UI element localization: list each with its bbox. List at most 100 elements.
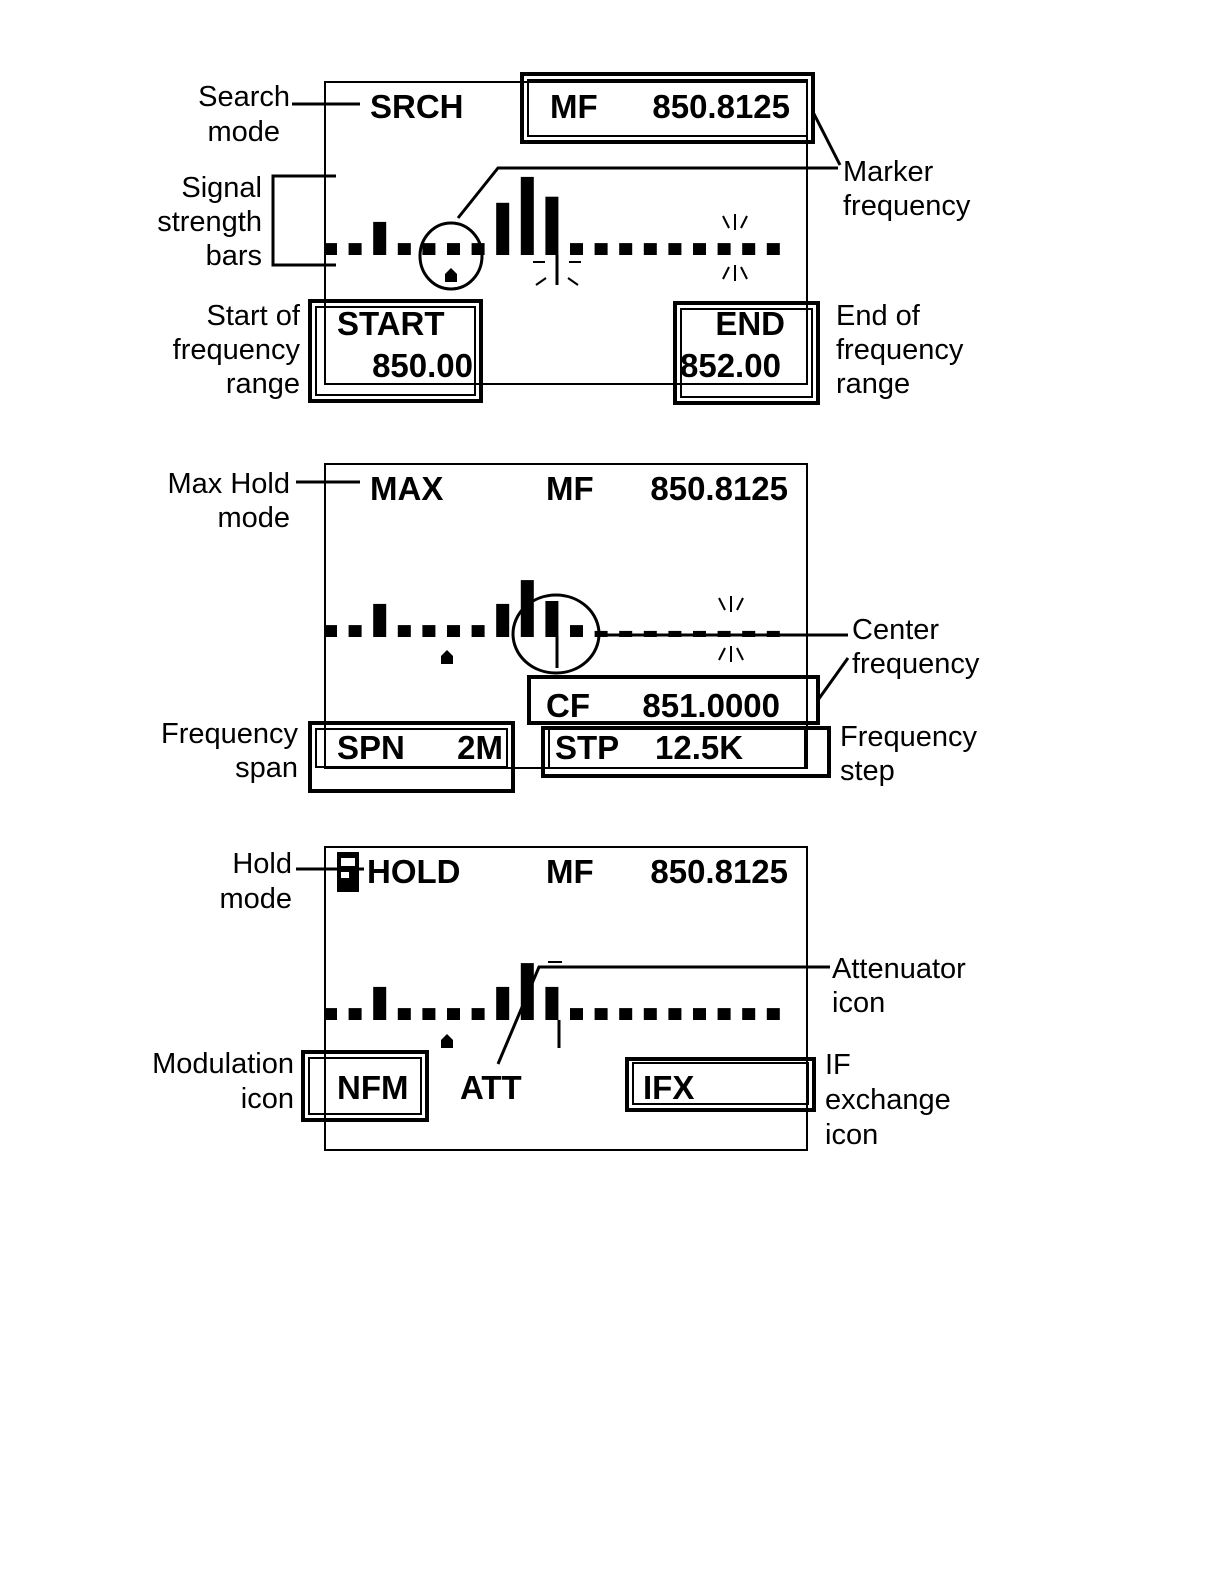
flash-marks-icon xyxy=(533,261,581,286)
marker-pointer-icon xyxy=(441,1034,453,1048)
signal-bar xyxy=(693,243,706,255)
callout-marker-frequency: Marker frequency xyxy=(456,111,971,222)
hold-icon xyxy=(337,852,359,892)
marker-label: MF xyxy=(546,470,594,507)
start-value: 850.00 xyxy=(372,347,473,384)
span-label: SPN xyxy=(337,729,405,766)
signal-bar xyxy=(422,625,436,637)
if-exchange-box xyxy=(625,1057,816,1112)
svg-text:Attenuator: Attenuator xyxy=(832,953,966,985)
svg-text:Frequency: Frequency xyxy=(161,718,299,750)
frequency-span-box xyxy=(308,721,515,793)
svg-text:bars: bars xyxy=(206,240,262,272)
svg-text:strength: strength xyxy=(157,206,262,238)
signal-bar xyxy=(348,243,362,255)
hold-mode-text: HOLD xyxy=(367,853,461,890)
svg-text:Signal: Signal xyxy=(181,172,262,204)
end-value: 852.00 xyxy=(680,347,781,384)
marker-value: 850.8125 xyxy=(650,470,788,507)
svg-text:frequency: frequency xyxy=(836,334,964,366)
signal-bar xyxy=(668,1008,682,1020)
svg-text:frequency: frequency xyxy=(843,190,971,222)
signal-bars xyxy=(324,580,780,637)
svg-text:mode: mode xyxy=(217,502,290,534)
signal-bar xyxy=(643,1008,657,1020)
callout-signal-bars: Signal strength bars xyxy=(157,172,336,272)
signal-bar xyxy=(447,1008,460,1020)
signal-bar xyxy=(496,603,510,637)
svg-text:Search: Search xyxy=(198,81,290,113)
lcd-frame xyxy=(324,81,808,385)
signal-bar xyxy=(545,601,559,637)
marker-value: 850.8125 xyxy=(652,88,790,125)
marker-label: MF xyxy=(550,88,598,125)
marker-frequency-box xyxy=(520,72,815,144)
signal-bar xyxy=(447,243,460,255)
callout-start-range: Start of frequency range xyxy=(173,300,301,400)
svg-text:Frequency: Frequency xyxy=(840,721,978,753)
callout-end-range: End of frequency range xyxy=(836,300,964,400)
signal-bar xyxy=(619,1008,633,1020)
signal-bar xyxy=(742,243,756,255)
signal-bar xyxy=(471,625,485,637)
signal-bar xyxy=(397,1008,411,1020)
svg-text:frequency: frequency xyxy=(173,334,301,366)
signal-bar xyxy=(496,202,510,255)
svg-text:Center: Center xyxy=(852,614,939,646)
signal-bar xyxy=(520,176,534,255)
signal-bar xyxy=(668,243,682,255)
panel-hold: HOLD MF 850.8125 NFM ATT IFX Hold mode A… xyxy=(152,846,966,1151)
cf-value: 851.0000 xyxy=(642,687,780,724)
callout-hold-mode: Hold mode xyxy=(219,848,364,915)
svg-text:Modulation: Modulation xyxy=(152,1048,294,1080)
modulation-icon: NFM xyxy=(337,1069,408,1106)
signal-bar xyxy=(348,625,362,637)
edge-flash-icon xyxy=(722,214,748,281)
callout-if-exchange-icon: IF exchange icon xyxy=(825,1049,951,1151)
svg-text:icon: icon xyxy=(832,987,885,1019)
signal-bar xyxy=(324,625,337,637)
svg-text:mode: mode xyxy=(219,883,292,915)
svg-text:IF: IF xyxy=(825,1049,851,1081)
marker-pointer-icon xyxy=(445,268,457,282)
signal-bar xyxy=(324,243,337,255)
signal-bar xyxy=(742,1008,756,1020)
attenuator-icon: ATT xyxy=(460,1069,522,1106)
signal-bar xyxy=(717,1008,731,1020)
svg-text:exchange: exchange xyxy=(825,1084,951,1116)
end-range-box xyxy=(673,301,820,405)
signal-bar xyxy=(766,1008,780,1020)
signal-bar xyxy=(422,1008,436,1020)
svg-text:End of: End of xyxy=(836,300,921,332)
signal-bar xyxy=(619,243,633,255)
signal-bars xyxy=(324,963,780,1020)
signal-bar xyxy=(594,243,608,255)
marker-value: 850.8125 xyxy=(650,853,788,890)
signal-bar xyxy=(570,1008,583,1020)
lcd-frame xyxy=(324,846,808,1151)
signal-bar xyxy=(766,243,780,255)
signal-bar xyxy=(397,625,411,637)
start-range-box xyxy=(308,299,483,403)
marker-label: MF xyxy=(546,853,594,890)
svg-text:frequency: frequency xyxy=(852,648,980,680)
signal-bar xyxy=(545,986,559,1020)
signal-bar xyxy=(693,1008,706,1020)
svg-text:range: range xyxy=(836,368,910,400)
callout-attenuator-icon: Attenuator icon xyxy=(496,953,966,1065)
svg-text:icon: icon xyxy=(825,1119,878,1151)
svg-text:Marker: Marker xyxy=(843,156,934,188)
signal-bar xyxy=(471,1008,485,1020)
edge-flash-icon xyxy=(718,596,744,662)
cf-label: CF xyxy=(546,687,590,724)
end-label: END xyxy=(715,305,785,342)
marker-circle xyxy=(418,221,484,291)
if-exchange-icon: IFX xyxy=(643,1069,694,1106)
signal-bar xyxy=(471,243,485,255)
signal-bars xyxy=(324,176,780,255)
signal-bar xyxy=(570,243,583,255)
signal-bar xyxy=(447,625,460,637)
callout-frequency-span: Frequency span xyxy=(161,718,299,784)
signal-bar xyxy=(373,603,387,637)
